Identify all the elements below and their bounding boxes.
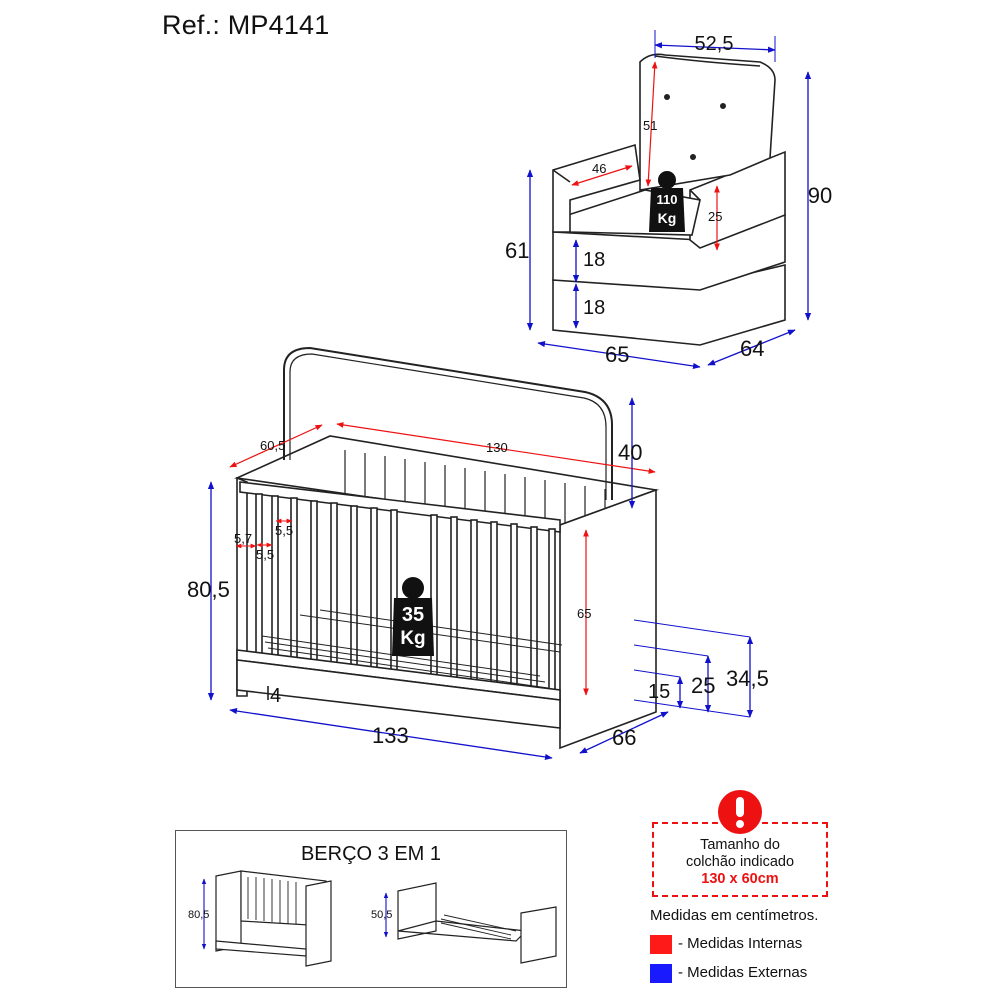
- bed-mode-thumbnail: [397, 882, 557, 964]
- crib-left-panel: [236, 476, 248, 697]
- armchair-weight-unit: Kg: [658, 210, 677, 226]
- armchair-backrest: [639, 53, 776, 191]
- crib-headboard-height-label: 40: [618, 440, 642, 465]
- crib-total-length-label: 133: [372, 723, 409, 748]
- crib-slat-gap-1-label: 5,7: [234, 531, 252, 546]
- armchair-weight-icon: 110 Kg: [649, 171, 685, 232]
- crib-inner-length-label: 130: [486, 440, 508, 455]
- crib-weight-value: 35: [402, 604, 424, 626]
- armchair-side-depth-label: 64: [740, 336, 764, 361]
- warning-mattress-size: 130 x 60cm: [701, 871, 779, 887]
- crib-base-gap-label: 4: [270, 685, 281, 707]
- crib-back-arch: [283, 346, 613, 500]
- crib-inner-depth-label: 60,5: [260, 438, 285, 453]
- armchair-dimensions: 52,5 90 61 18 18 65 64 51 46 25: [505, 30, 832, 370]
- crib-weight-unit: Kg: [400, 628, 425, 649]
- crib-total-depth-label: 66: [612, 725, 636, 750]
- red-swatch-icon: [650, 934, 672, 954]
- mattress-size-warning: Tamanho do colchão indicado 130 x 60cm: [652, 822, 828, 897]
- legend-external: - Medidas Externas: [650, 963, 807, 983]
- crib-mode-height-label: 80,5: [188, 909, 209, 921]
- legend-internal-label: - Medidas Internas: [678, 935, 803, 952]
- crib-drawing: [234, 346, 660, 750]
- crib-level-2-label: 25: [691, 673, 715, 698]
- crib-inner-height-label: 65: [577, 606, 591, 621]
- crib-level-1-label: 15: [648, 681, 670, 703]
- modes-panel-drawings: 80,5 50,5: [188, 870, 557, 967]
- crib-front-rail: [239, 481, 561, 533]
- exclamation-icon: [718, 790, 762, 834]
- warning-line-1: Tamanho do: [700, 837, 780, 853]
- warning-line-2: colchão indicado: [685, 854, 795, 870]
- armchair-backrest-label: 51: [643, 118, 657, 133]
- crib-slat-gap-2-label: 5,5: [256, 547, 274, 562]
- armchair-drawing: [552, 53, 786, 346]
- armchair-weight-value: 110: [657, 192, 678, 207]
- armchair-armrest-label: 25: [708, 209, 722, 224]
- armchair-arm-height-label: 61: [505, 238, 529, 263]
- crib-slat-gap-3-label: 5,5: [275, 523, 293, 538]
- armchair-cushion-2-label: 18: [583, 297, 605, 319]
- crib-front-slats: [255, 493, 556, 700]
- legend-external-label: - Medidas Externas: [678, 964, 808, 981]
- armchair-front-width-label: 65: [605, 342, 629, 367]
- legend-internal: - Medidas Internas: [650, 934, 802, 954]
- crib-mode-thumbnail: [215, 870, 332, 967]
- armchair-seat-depth-label: 46: [592, 161, 606, 176]
- armchair-cushion-1-label: 18: [583, 249, 605, 271]
- armchair-total-height-label: 90: [808, 183, 832, 208]
- crib-right-panel: [559, 488, 657, 750]
- armchair-width-top-label: 52,5: [695, 33, 734, 55]
- blue-swatch-icon: [650, 963, 672, 983]
- modes-panel: BERÇO 3 EM 1 80,5: [175, 830, 567, 988]
- modes-panel-title: BERÇO 3 EM 1: [300, 843, 442, 865]
- units-note: Medidas em centímetros.: [650, 907, 819, 924]
- reference-code: Ref.: MP4141: [162, 10, 330, 40]
- crib-total-height-label: 80,5: [187, 577, 230, 602]
- crib-weight-icon: 35 Kg: [392, 577, 434, 656]
- crib-level-3-label: 34,5: [726, 666, 769, 691]
- crib-dimensions: 60,5 130 40 80,5 5,7 5,5 5,5 65 4 133 66…: [187, 397, 769, 761]
- bed-mode-height-label: 50,5: [371, 909, 392, 921]
